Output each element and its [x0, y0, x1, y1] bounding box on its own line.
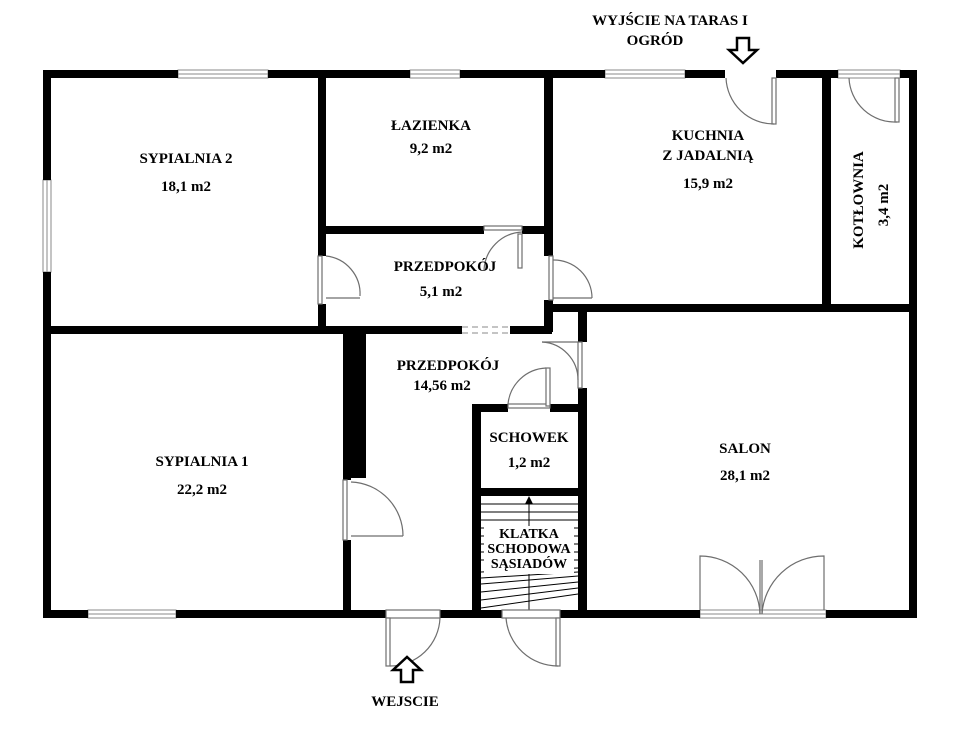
room-name-przedpokoj-large: PRZEDPOKÓJ	[397, 357, 500, 374]
door-kuchnia-taras	[725, 77, 777, 125]
room-name-przedpokoj-small: PRZEDPOKÓJ	[394, 258, 497, 275]
door-sypialnia2	[317, 255, 361, 305]
door-kotlownia	[848, 77, 900, 123]
room-name-salon: SALON	[719, 441, 771, 457]
arrow-down-icon	[725, 36, 761, 65]
room-name-kuchnia-2: Z JADALNIĄ	[662, 148, 753, 164]
room-area-przedpokoj-small: 5,1 m2	[420, 284, 463, 300]
room-area-lazienka: 9,2 m2	[410, 141, 453, 157]
room-area-sypialnia1: 22,2 m2	[177, 482, 227, 498]
labels: WYJŚCIE NA TARAS I OGRÓD SYPIALNIA 2 18,…	[140, 12, 892, 710]
door-salon-double	[699, 555, 825, 615]
door-schowek	[507, 367, 551, 409]
room-area-kuchnia: 15,9 m2	[683, 176, 733, 192]
door-sypialnia1	[342, 479, 404, 541]
room-name-schowek: SCHOWEK	[489, 430, 569, 446]
arrow-up-icon	[389, 655, 425, 684]
door-staircase	[501, 609, 561, 667]
room-name-kotlownia: KOTŁOWNIA	[851, 151, 867, 249]
room-area-przedpokoj-large: 14,56 m2	[413, 378, 471, 394]
room-area-schowek: 1,2 m2	[508, 455, 551, 471]
staircase-label-1: KLATKA	[499, 527, 560, 542]
room-name-lazienka: ŁAZIENKA	[391, 118, 471, 134]
room-area-sypialnia2: 18,1 m2	[161, 179, 211, 195]
door-entrance	[385, 609, 441, 667]
door-lazienka	[483, 225, 523, 271]
exit-taras-label-2: OGRÓD	[627, 32, 684, 49]
room-name-kuchnia-1: KUCHNIA	[672, 128, 745, 144]
staircase-label-2: SCHODOWA	[487, 542, 571, 557]
door-salon	[541, 341, 583, 389]
walls	[43, 70, 917, 618]
room-name-sypialnia2: SYPIALNIA 2	[140, 151, 233, 167]
exit-taras-label-1: WYJŚCIE NA TARAS I	[592, 12, 748, 29]
opening-corridor	[462, 326, 510, 334]
doors	[317, 77, 900, 667]
staircase-label-3: SĄSIADÓW	[491, 555, 567, 572]
entrance-label: WEJSCIE	[371, 694, 439, 710]
door-kuchnia-side	[548, 255, 593, 301]
room-area-salon: 28,1 m2	[720, 468, 770, 484]
room-area-kotlownia: 3,4 m2	[876, 184, 892, 227]
room-name-sypialnia1: SYPIALNIA 1	[156, 454, 249, 470]
